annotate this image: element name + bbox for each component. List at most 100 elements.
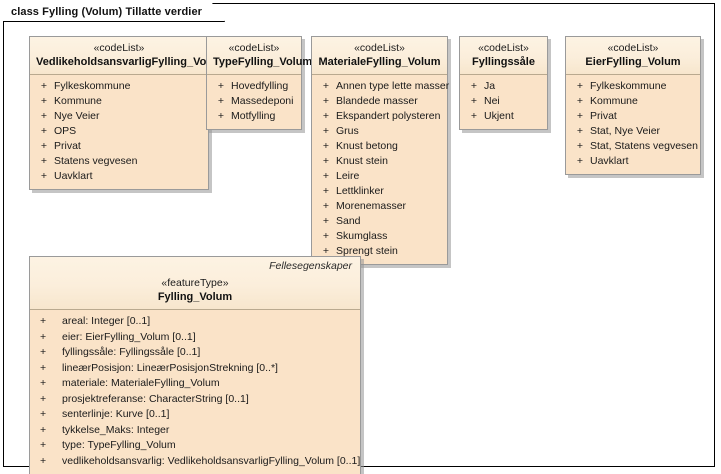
list-item-label: Annen type lette masser [336,80,450,92]
class-header: «codeList» EierFylling_Volum [566,37,700,75]
list-item[interactable]: +Ekspandert polysteren [312,109,447,124]
list-item[interactable]: +Sprengt stein [312,244,447,259]
list-item[interactable]: +Uavklart [30,169,208,184]
class-box-vedlikeholdsansvarligfylling-volum[interactable]: «codeList» VedlikeholdsansvarligFylling_… [29,36,226,190]
list-item[interactable]: +Morenemasser [312,199,447,214]
visibility-marker: + [322,185,330,197]
class-box-materialefylling-volum[interactable]: «codeList» MaterialeFylling_Volum + Annen… [311,36,450,265]
visibility-marker: + [576,110,584,122]
list-item[interactable]: +Stat, Nye Veier [566,124,700,139]
attribute-label: type: TypeFylling_Volum [62,439,176,451]
visibility-marker: + [40,95,48,107]
list-item[interactable]: + Skumglass [312,229,447,244]
list-item[interactable]: +Uavklart [566,154,700,169]
list-item-label: Privat [54,140,81,152]
list-item[interactable]: + Nei [460,94,547,109]
list-item[interactable]: +Blandede masser [312,94,447,109]
list-item[interactable]: + Motfylling [207,109,301,124]
visibility-marker: + [322,245,330,257]
list-item[interactable]: + Annen type lette masser [312,79,450,94]
attribute-label: lineærPosisjon: LineærPosisjonStrekning … [62,361,278,374]
list-item[interactable]: +Grus [312,124,447,139]
visibility-marker: + [217,110,225,122]
class-header: «codeList» MaterialeFylling_Volum [312,37,447,75]
list-item[interactable]: +OPS [30,124,208,139]
visibility-marker: + [40,439,47,451]
class-box-fyllingssale[interactable]: «codeList» Fyllingssåle +Ja +Nei +Ukjent [459,36,548,130]
visibility-marker: + [322,230,330,242]
list-item-label: Privat [590,110,617,122]
list-item[interactable]: +Fylkeskommune [566,79,700,94]
visibility-marker: + [40,140,48,152]
attribute-row[interactable]: +fyllingssåle: Fyllingssåle [0..1] [30,345,360,361]
list-item[interactable]: +Lettklinker [312,184,447,199]
visibility-marker: + [40,125,48,137]
list-item-label: Ukjent [484,110,514,122]
attribute-row[interactable]: +materiale: MaterialeFylling_Volum [30,376,360,392]
visibility-marker: + [470,110,478,122]
attribute-label: tykkelse_Maks: Integer [62,423,170,436]
list-item[interactable]: + Ukjent [460,109,547,124]
visibility-marker: + [40,315,47,327]
attribute-row[interactable]: + areal: Integer [0..1] [30,314,360,330]
list-item[interactable]: +Knust stein [312,154,447,169]
visibility-marker: + [322,215,330,227]
visibility-marker: + [470,95,478,107]
class-name: MaterialeFylling_Volum [318,56,441,68]
visibility-marker: + [322,200,330,212]
list-item[interactable]: +Kommune [566,94,700,109]
list-item[interactable]: +Leire [312,169,447,184]
visibility-marker: + [322,140,330,152]
attribute-row[interactable]: +senterlinje: Kurve [0..1] [30,407,360,423]
attribute-row[interactable]: + lineærPosisjon: LineærPosisjonStrekning… [30,361,360,377]
list-item-label: Uavklart [54,170,93,182]
class-stereotype: «codeList» [478,42,529,54]
list-item-label: Ja [484,80,496,92]
class-name: TypeFylling_Volum [213,56,313,68]
attribute-row[interactable]: + tykkelse_Maks: Integer [30,423,360,439]
attribute-row[interactable]: +eier: EierFylling_Volum [0..1] [30,330,360,346]
list-item[interactable]: +Stat, Statens vegvesen [566,139,700,154]
list-item[interactable]: + Fylkeskommune [30,79,208,94]
attribute-row[interactable]: +vedlikeholdsansvarlig: Vedlikeholdsansv… [30,454,360,470]
visibility-marker: + [40,423,47,436]
class-box-typefylling-volum[interactable]: «codeList» TypeFylling_Volum +Hovedfylli… [206,36,313,130]
list-item-label: Kommune [54,95,102,107]
class-stereotype: «codeList» [607,42,659,54]
attribute-label: prosjektreferanse: CharacterString [0..1… [62,392,249,405]
visibility-marker: + [40,377,47,389]
list-item-label: Sand [336,215,361,227]
list-item[interactable]: +Ja [460,79,547,94]
class-box-eierfylling-volum[interactable]: «codeList» EierFylling_Volum +Fylkeskomm… [565,36,701,175]
visibility-marker: + [40,80,48,92]
list-item[interactable]: +Knust betong [312,139,447,154]
visibility-marker: + [576,80,584,92]
list-item-label: Motfylling [231,110,276,122]
visibility-marker: + [40,454,47,467]
class-box-fylling-volum[interactable]: Fellesegenskaper «featureType» Fylling_V… [29,256,361,474]
class-header: Fellesegenskaper «featureType» Fylling_V… [30,257,360,310]
list-item[interactable]: +Statens vegvesen [30,154,208,169]
class-attributes: + Annen type lette masser +Blandede masse… [312,75,450,264]
list-item-label: Fylkeskommune [54,80,131,92]
list-item[interactable]: +Hovedfylling [207,79,301,94]
list-item[interactable]: + Privat [566,109,700,124]
list-item-label: Knust stein [336,155,388,167]
list-item[interactable]: + Privat [30,139,208,154]
visibility-marker: + [322,80,330,92]
list-item[interactable]: +Nye Veier [30,109,208,124]
list-item[interactable]: + Kommune [30,94,208,109]
list-item-label: Nye Veier [54,110,100,122]
attribute-row[interactable]: + type: TypeFylling_Volum [30,438,360,454]
class-header: «codeList» VedlikeholdsansvarligFylling_… [30,37,226,75]
list-item[interactable]: + Sand [312,214,447,229]
class-attributes: +Ja + Nei + Ukjent [460,75,547,129]
visibility-marker: + [40,361,47,374]
list-item-label: Nei [484,95,500,107]
visibility-marker: + [217,95,225,107]
list-item[interactable]: +Massedeponi [207,94,301,109]
attribute-label: areal: Integer [0..1] [62,315,151,327]
class-attributes: +Fylkeskommune +Kommune + Privat +Stat, N… [566,75,700,174]
attribute-row[interactable]: +prosjektreferanse: CharacterString [0..… [30,392,360,408]
list-item-label: Skumglass [336,230,388,242]
